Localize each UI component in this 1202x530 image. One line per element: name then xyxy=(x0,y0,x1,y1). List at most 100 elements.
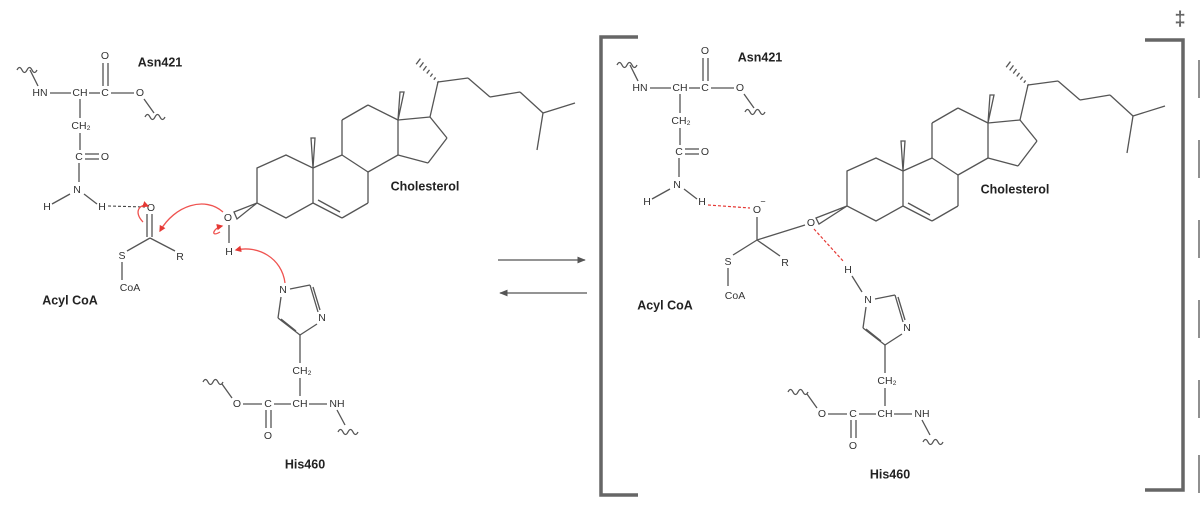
bond xyxy=(433,77,437,81)
methyl-wedge xyxy=(310,137,316,169)
hydrogen-bond xyxy=(107,205,146,208)
atom-h: H xyxy=(225,246,233,258)
bond xyxy=(1027,80,1059,86)
bond xyxy=(1079,94,1111,101)
bond xyxy=(1057,80,1081,101)
atom-c: C xyxy=(675,146,683,158)
bond xyxy=(317,199,341,213)
atom-h: H xyxy=(698,196,706,208)
bond xyxy=(427,137,448,164)
atom-c: C xyxy=(264,398,272,410)
hydroxyl-group: OH xyxy=(224,202,258,258)
equilibrium-arrows xyxy=(498,256,587,297)
atom-r: R xyxy=(176,251,184,263)
bond xyxy=(280,318,297,332)
atom-c: C xyxy=(849,408,857,420)
wavy-bond-icon xyxy=(922,438,944,446)
bond xyxy=(312,202,343,219)
bond xyxy=(921,419,931,436)
wavy-bond-icon xyxy=(144,113,166,121)
atom-h: H xyxy=(643,196,651,208)
methyl-wedge xyxy=(987,94,995,124)
atom-coa: CoA xyxy=(120,282,140,294)
bond xyxy=(1019,84,1029,121)
atom-o: O xyxy=(736,82,744,94)
wavy-bond-icon xyxy=(744,108,766,116)
atom-ch: CH xyxy=(672,82,687,94)
atom-o: O xyxy=(264,430,272,442)
atom-h: H xyxy=(98,201,106,213)
atom-o: O xyxy=(701,45,709,57)
atom-ch2: CH₂ xyxy=(877,375,896,387)
curved-arrow-icon xyxy=(213,223,224,235)
atom-o: O xyxy=(807,217,815,229)
bond xyxy=(894,294,904,323)
bond xyxy=(862,327,886,346)
wavy-bond-icon xyxy=(787,388,809,396)
curved-arrow-icon xyxy=(159,203,224,233)
atom-o: O xyxy=(101,151,109,163)
bond xyxy=(143,98,155,114)
atom-h: H xyxy=(844,264,852,276)
asn421-label: Asn421 xyxy=(138,55,183,69)
bond xyxy=(126,237,151,252)
atom-o: O xyxy=(224,212,232,224)
bond xyxy=(683,188,698,200)
bond xyxy=(987,119,1021,124)
bond xyxy=(489,91,521,98)
atom-ch2: CH₂ xyxy=(292,365,311,377)
methyl-wedge xyxy=(900,140,906,172)
wavy-bond-icon xyxy=(616,61,638,69)
bond xyxy=(1019,119,1038,142)
ring-a xyxy=(846,157,904,222)
bond xyxy=(756,224,806,241)
bond xyxy=(957,107,989,124)
atom-o: O xyxy=(818,408,826,420)
hydrogen-bond xyxy=(707,204,751,209)
bond xyxy=(419,61,424,68)
atom-c: C xyxy=(101,87,109,99)
atom-o: O xyxy=(701,146,709,158)
atom-hn: HN xyxy=(32,87,47,99)
bond xyxy=(907,202,931,216)
bond xyxy=(277,296,282,319)
his460-label: His460 xyxy=(285,457,325,471)
bond xyxy=(341,154,369,173)
atom-o: O xyxy=(849,440,857,452)
bond xyxy=(51,193,71,205)
atom-ch: CH xyxy=(72,87,87,99)
bond xyxy=(756,239,781,257)
atom-n: N xyxy=(73,184,81,196)
bond xyxy=(536,112,544,151)
bond xyxy=(341,104,369,121)
cholesterol-molecule: Cholesterol xyxy=(846,61,1166,222)
bond xyxy=(467,77,491,98)
atom-o: O xyxy=(233,398,241,410)
atom-coa: CoA xyxy=(725,290,745,302)
atom-c: C xyxy=(75,151,83,163)
bond xyxy=(806,393,818,409)
right-bracket xyxy=(1145,38,1185,492)
curved-arrow-icon xyxy=(234,245,286,284)
hydrogen-bond xyxy=(813,228,845,263)
atom-s: S xyxy=(724,256,731,268)
bond xyxy=(629,64,639,82)
atom-o: O xyxy=(753,204,761,216)
bond xyxy=(1023,80,1027,84)
bond xyxy=(902,205,933,222)
bond xyxy=(1126,115,1134,154)
methyl-wedge xyxy=(397,91,405,121)
wavy-bond-icon xyxy=(16,66,38,74)
bond xyxy=(367,154,399,173)
bond xyxy=(415,58,421,65)
atom-n: N xyxy=(279,284,287,296)
bond xyxy=(1017,140,1038,167)
bond xyxy=(367,104,399,121)
wedge-bond xyxy=(815,205,848,225)
transition-state-symbol: ‡ xyxy=(1174,8,1185,30)
bond xyxy=(336,409,346,426)
